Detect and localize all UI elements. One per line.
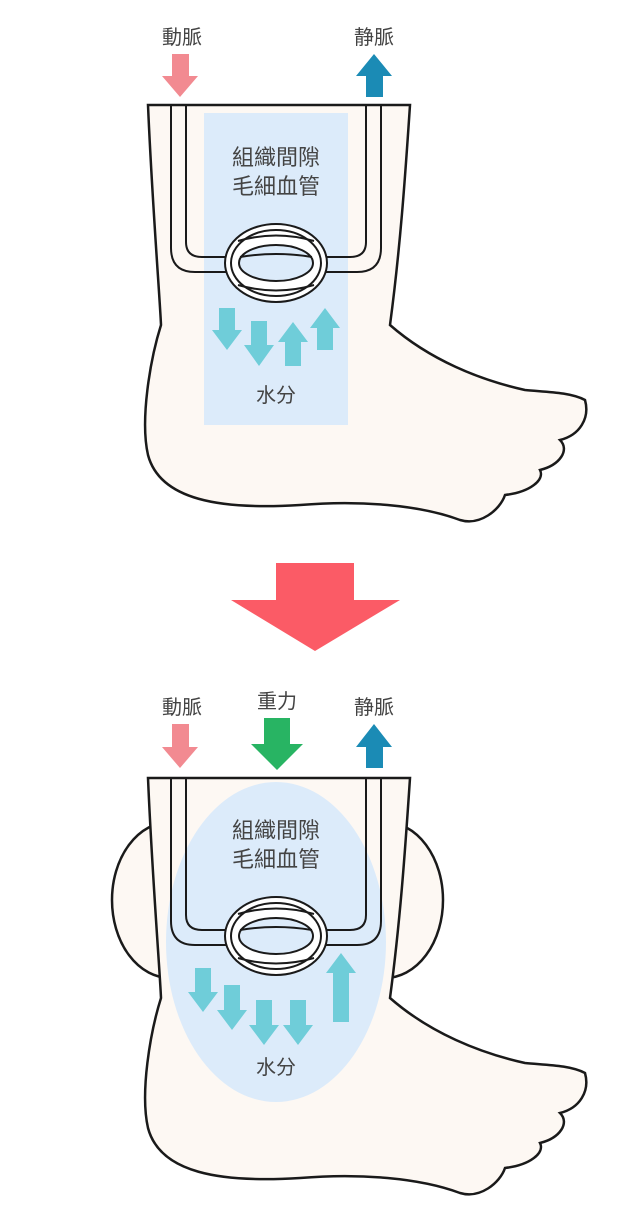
water-arrow-down-b4 (283, 1000, 313, 1045)
vein-tube-inner-bottom (324, 778, 367, 931)
gravity-arrow (251, 718, 303, 770)
artery-arrow-bottom (162, 724, 198, 768)
region-label-line1-top: 組織間隙 (232, 146, 320, 171)
water-arrow-up-2 (310, 308, 340, 350)
vein-tube-outer-bottom (324, 778, 382, 946)
region-label-line2-bottom: 毛細血管 (232, 848, 320, 873)
top-panel: 動脈 静脈 組織間隙 毛細血管 水分 (143, 25, 588, 523)
vein-tube-inner-top (324, 105, 367, 258)
artery-label-bottom: 動脈 (162, 695, 202, 719)
bottom-panel: 動脈 重力 静脈 組織間隙 毛細血管 水分 (110, 689, 588, 1196)
region-label-line2-top: 毛細血管 (232, 175, 320, 200)
artery-tube-inner-top (185, 105, 228, 258)
water-arrow-down-b3 (249, 1000, 279, 1045)
artery-tube-outer-top (170, 105, 228, 273)
vein-tube-outer-top (324, 105, 382, 273)
water-label-top: 水分 (256, 383, 296, 407)
transition-arrow (231, 563, 400, 651)
artery-tube-outer-bottom (170, 778, 228, 946)
vein-arrow-top (356, 54, 392, 97)
water-arrow-down-b1 (188, 968, 218, 1012)
gravity-label: 重力 (257, 689, 297, 713)
capillary-top (224, 223, 328, 303)
water-arrow-up-1 (278, 322, 308, 366)
artery-arrow-top (162, 54, 198, 97)
water-arrow-down-2 (244, 321, 274, 366)
artery-tube-inner-bottom (185, 778, 228, 931)
water-arrow-up-b1 (326, 953, 356, 1022)
water-arrow-down-b2 (217, 985, 247, 1030)
vein-label-top: 静脈 (354, 25, 394, 49)
water-arrow-down-1 (212, 308, 242, 350)
vein-arrow-bottom (356, 724, 392, 768)
region-label-line1-bottom: 組織間隙 (232, 819, 320, 844)
artery-label-top: 動脈 (162, 25, 202, 49)
capillary-bottom (224, 896, 328, 976)
vein-label-bottom: 静脈 (354, 695, 394, 719)
water-label-bottom: 水分 (256, 1055, 296, 1079)
